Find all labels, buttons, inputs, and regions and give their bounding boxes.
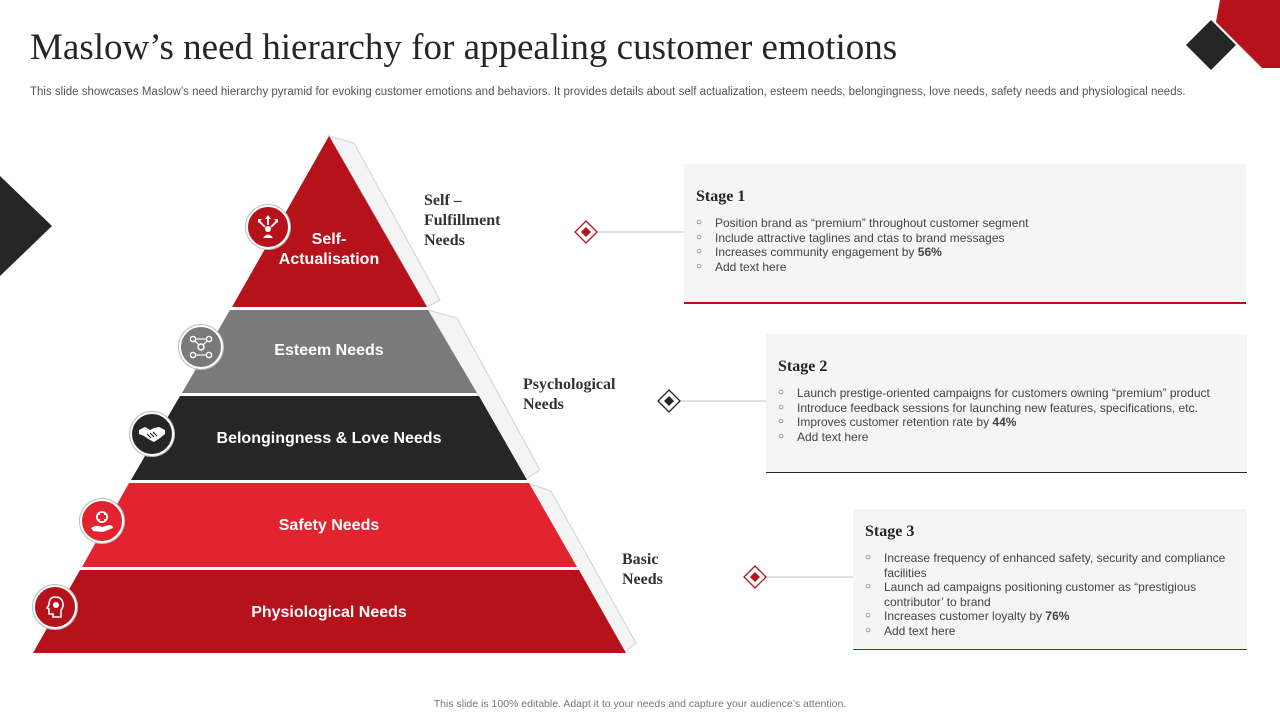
stage3-card: Stage 3 Increase frequency of enhanced s… — [853, 509, 1247, 650]
list-item-text: Improves customer retention rate by — [797, 415, 993, 429]
group-label-line: Needs — [622, 571, 663, 588]
list-item: Position brand as “premium” throughout c… — [696, 216, 1234, 231]
list-item: Increase frequency of enhanced safety, s… — [865, 551, 1235, 580]
group-label-line: Self – — [424, 192, 462, 209]
list-item-text: Position brand as “premium” throughout c… — [715, 216, 1029, 230]
list-item: Introduce feedback sessions for launchin… — [778, 401, 1235, 416]
tier-safety-shape — [82, 483, 577, 567]
group-label-psychological: Psychological Needs — [523, 375, 615, 415]
left-arrow-shape — [0, 176, 52, 276]
list-item-text: Add text here — [715, 259, 787, 274]
stage2-title: Stage 2 — [778, 358, 828, 375]
stage1-title: Stage 1 — [696, 188, 746, 205]
stage3-diamond-marker — [743, 565, 767, 589]
footer-note: This slide is 100% editable. Adapt it to… — [433, 698, 847, 710]
corner-diamond-shape — [1186, 20, 1236, 70]
stage3-list: Increase frequency of enhanced safety, s… — [865, 551, 1235, 638]
head-icon — [33, 585, 77, 629]
tier-safety-label: Safety Needs — [278, 517, 380, 534]
list-item: Increases community engagement by 56% — [696, 245, 1234, 260]
handshake-icon — [130, 412, 174, 456]
network-icon — [179, 325, 223, 369]
list-item-text: Launch ad campaigns positioning customer… — [884, 580, 1197, 609]
tier-self-actualisation-label: Self- Actualisation — [259, 230, 399, 270]
list-item: Add text here — [865, 624, 1235, 639]
group-label-line: Fulfillment — [424, 212, 501, 229]
list-item-text: Introduce feedback sessions for launchin… — [797, 400, 1198, 415]
list-item-stat: 76% — [1045, 609, 1070, 623]
shadow-strip-top — [327, 135, 441, 308]
group-label-line: Psychological — [523, 376, 616, 393]
tier-self-actualisation-shape — [232, 136, 427, 307]
stage2-list: Launch prestige-oriented campaigns for c… — [778, 386, 1235, 444]
group-label-basic: Basic Needs — [622, 550, 663, 590]
stage3-accent-bar — [853, 648, 1247, 650]
stage3-title: Stage 3 — [865, 523, 915, 540]
tier-physiological-label: Physiological Needs — [251, 604, 407, 621]
list-item-stat: 56% — [917, 245, 942, 259]
list-item-text: Increase frequency of enhanced safety, s… — [884, 551, 1226, 580]
list-item: Include attractive taglines and ctas to … — [696, 231, 1234, 246]
tier-label-line: Actualisation — [278, 251, 380, 268]
list-item-text: Launch prestige-oriented campaigns for c… — [797, 386, 1210, 400]
list-item-text: Add text here — [884, 623, 956, 638]
list-item-text: Add text here — [797, 429, 869, 444]
list-item: Launch prestige-oriented campaigns for c… — [778, 386, 1235, 401]
tier-belongingness-shape — [131, 396, 527, 480]
stage2-accent-bar — [766, 471, 1247, 473]
list-item: Increases customer loyalty by 76% — [865, 609, 1235, 624]
stage1-card: Stage 1 Position brand as “premium” thro… — [684, 164, 1246, 304]
group-label-line: Basic — [622, 551, 659, 568]
list-item-text: Increases customer loyalty by — [884, 609, 1046, 623]
tier-esteem-label: Esteem Needs — [274, 342, 384, 359]
group-label-self-fulfillment: Self – Fulfillment Needs — [424, 191, 500, 251]
group-label-line: Needs — [523, 396, 564, 413]
list-item: Improves customer retention rate by 44% — [778, 415, 1235, 430]
page-title: Maslow’s need hierarchy for appealing cu… — [30, 27, 898, 68]
tier-label-line: Self- — [311, 231, 347, 248]
hierarchy-icon — [246, 205, 290, 249]
list-item: Add text here — [778, 430, 1235, 445]
stage1-accent-bar — [684, 302, 1246, 304]
tier-esteem-shape — [182, 310, 477, 393]
list-item-text: Include attractive taglines and ctas to … — [715, 230, 1005, 245]
list-item-text: Increases community engagement by — [715, 245, 918, 259]
corner-red-shape — [1216, 0, 1280, 68]
tier-physiological-shape — [33, 570, 626, 653]
stage2-diamond-marker — [657, 389, 681, 413]
tier-belongingness-label: Belongingness & Love Needs — [216, 430, 442, 447]
stage1-list: Position brand as “premium” throughout c… — [696, 216, 1234, 274]
safety-hand-icon — [80, 499, 124, 543]
stage1-diamond-marker — [574, 220, 598, 244]
stage2-card: Stage 2 Launch prestige-oriented campaig… — [766, 334, 1247, 473]
list-item: Add text here — [696, 260, 1234, 275]
list-item: Launch ad campaigns positioning customer… — [865, 580, 1235, 609]
page-subtitle: This slide showcases Maslow’s need hiera… — [30, 86, 1186, 98]
group-label-line: Needs — [424, 232, 465, 249]
list-item-stat: 44% — [992, 415, 1017, 429]
